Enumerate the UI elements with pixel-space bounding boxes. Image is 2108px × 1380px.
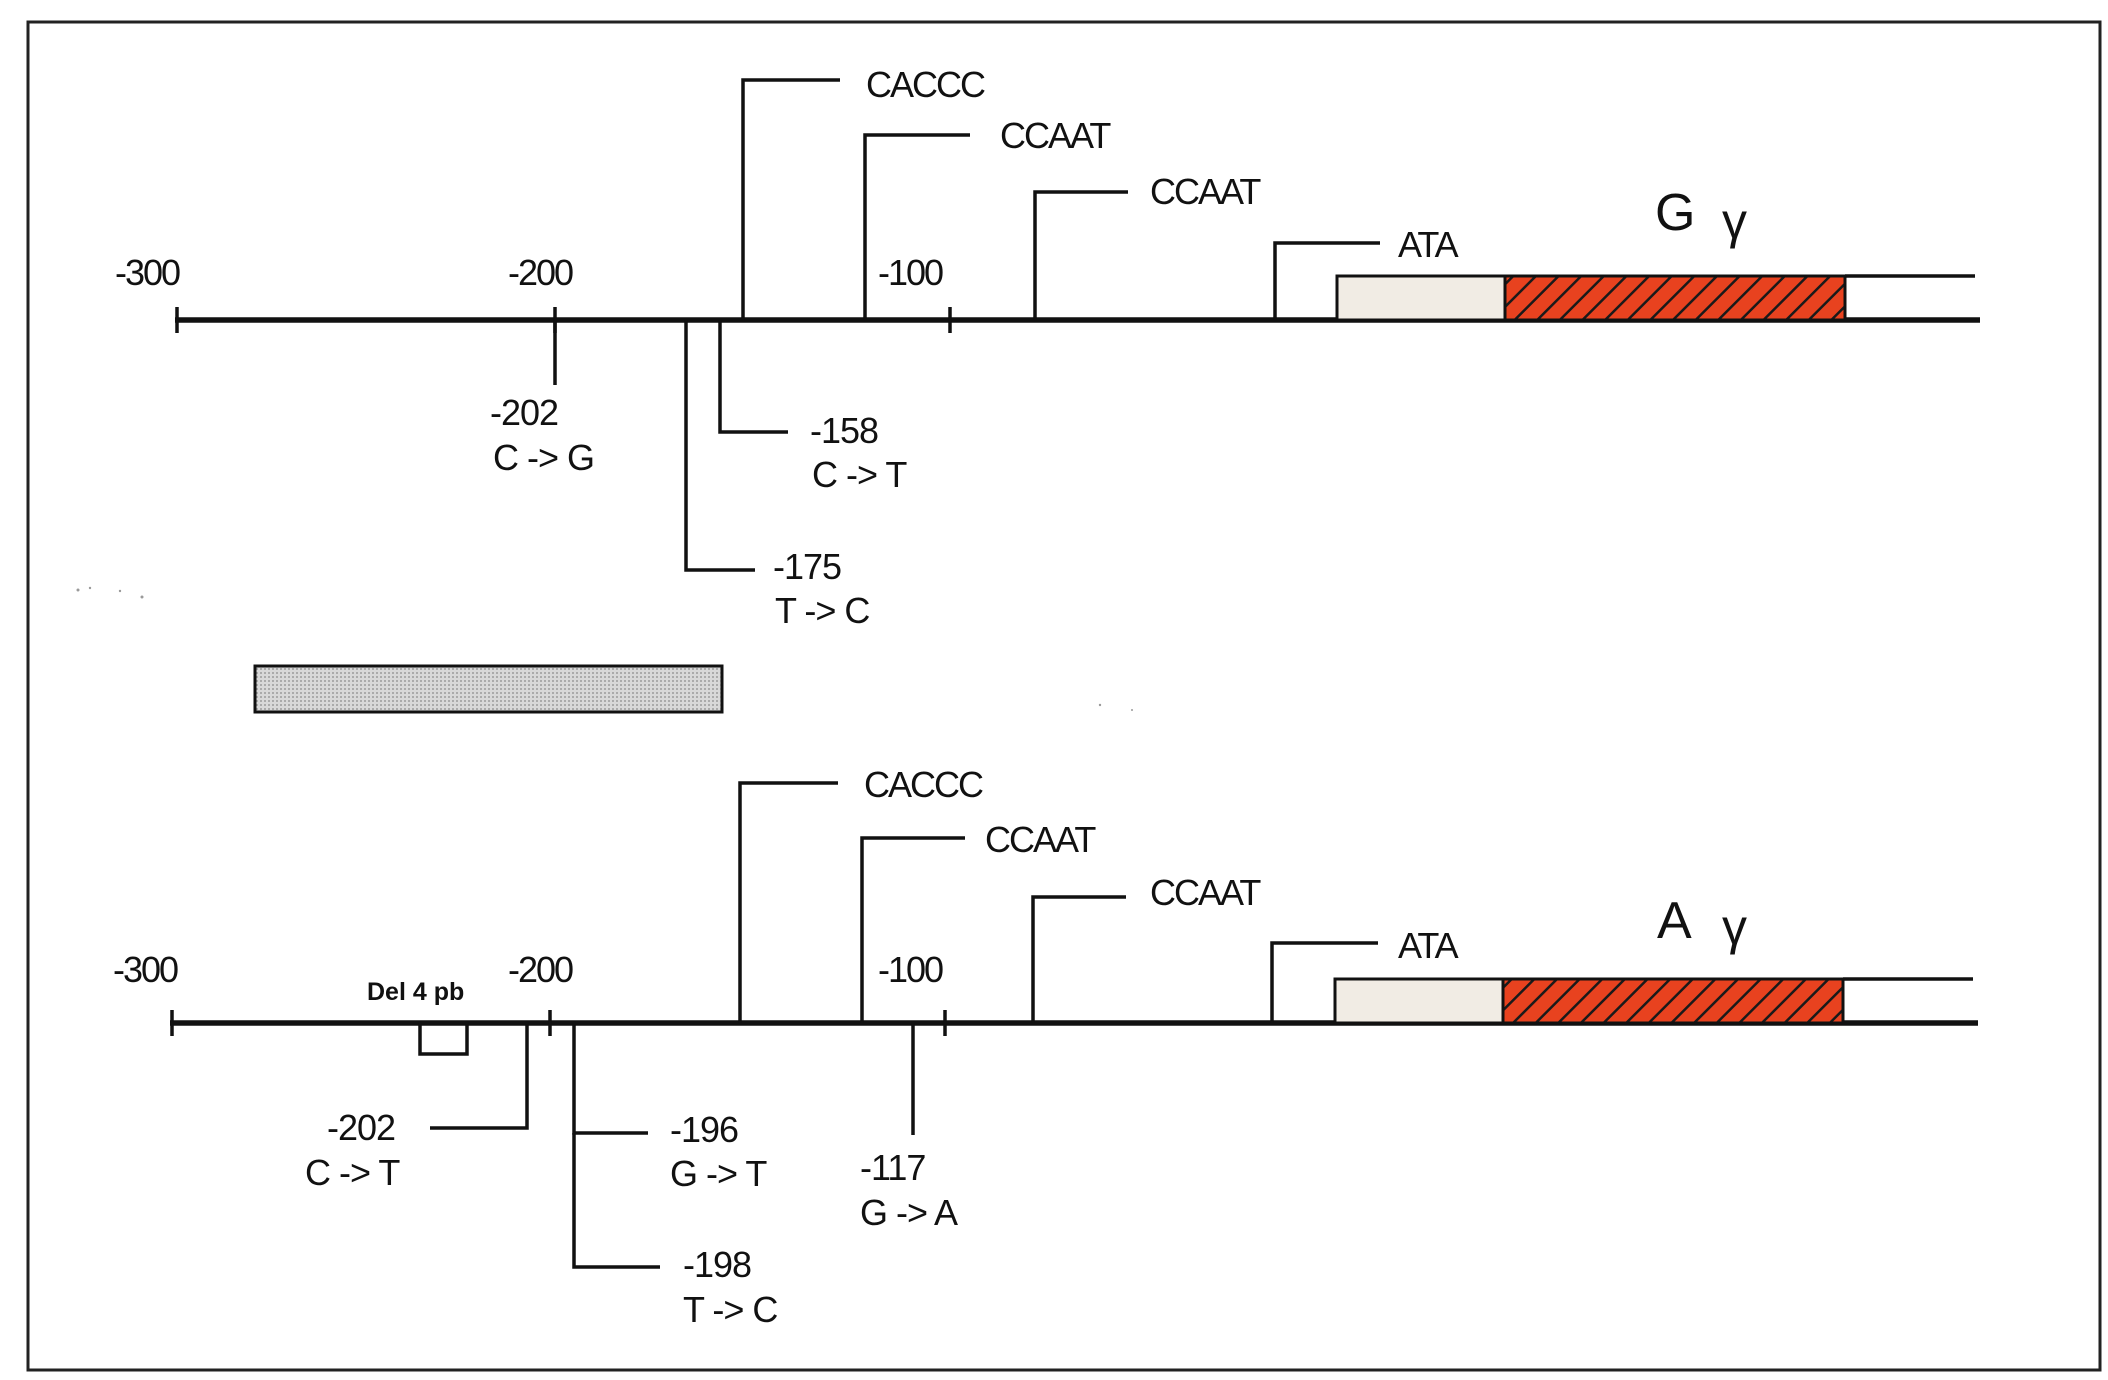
- top-ccaat1-bracket: [863, 133, 970, 320]
- top-mutation-175-position: -175: [773, 546, 841, 587]
- scan-specks: [76, 586, 1133, 711]
- top-mutation-202-position: -202: [490, 392, 558, 433]
- grey-bar: [253, 664, 724, 714]
- top-tick-label-300: -300: [115, 252, 180, 293]
- bottom-gene-map: -300 -200 -100 Del 4 pb CACCC CCAAT CCAA…: [113, 764, 1978, 1330]
- top-ccaat1-label: CCAAT: [1000, 115, 1111, 156]
- top-ccaat2-bracket: [1033, 190, 1128, 320]
- bottom-tick-label-200: -200: [508, 949, 573, 990]
- bottom-mutation-202-bracket: [430, 1023, 529, 1130]
- bottom-ccaat1-bracket: [860, 836, 965, 1023]
- top-mutation-175-bracket: [684, 320, 755, 572]
- top-ccaat2-label: CCAAT: [1150, 171, 1261, 212]
- top-mutation-158-position: -158: [810, 410, 878, 451]
- top-ata-label: ATA: [1398, 224, 1459, 265]
- bottom-ccaat2-label: CCAAT: [1150, 872, 1261, 913]
- top-mutation-175-change: T -> C: [775, 590, 869, 631]
- bottom-utr-box: [1333, 977, 1505, 1025]
- bottom-mutation-117-position: -117: [860, 1147, 925, 1188]
- bottom-ccaat2-bracket: [1031, 895, 1126, 1023]
- deletion-label: Del 4 pb: [367, 978, 464, 1006]
- top-coding-box: [1503, 274, 1847, 322]
- bottom-mutation-202-position: -202: [327, 1107, 395, 1148]
- top-tick-label-100: -100: [878, 252, 943, 293]
- bottom-tick-label-300: -300: [113, 949, 178, 990]
- top-gene-greek: γ: [1722, 193, 1747, 249]
- bottom-tick-label-100: -100: [878, 949, 943, 990]
- bottom-mutation-196-change: G -> T: [670, 1153, 767, 1194]
- bottom-caccc-label: CACCC: [864, 764, 983, 805]
- bottom-coding-box: [1501, 977, 1845, 1025]
- top-gene-name: G: [1655, 184, 1695, 242]
- bottom-ata-label: ATA: [1398, 925, 1459, 966]
- bottom-mutation-198-bracket: [572, 1133, 660, 1269]
- bottom-ccaat1-label: CCAAT: [985, 819, 1096, 860]
- top-caccc-bracket: [741, 78, 840, 320]
- bottom-ata-bracket: [1270, 941, 1378, 1023]
- top-utr-box: [1335, 274, 1507, 322]
- top-mutation-202-change: C -> G: [493, 437, 594, 478]
- top-mutation-158-bracket: [718, 320, 788, 434]
- bottom-mutation-202-change: C -> T: [305, 1152, 400, 1193]
- top-gene-map: -300 -200 -100 CACCC CCAAT CCAAT ATA G γ…: [115, 64, 1980, 631]
- top-caccc-label: CACCC: [866, 64, 985, 105]
- bottom-mutation-117-change: G -> A: [860, 1192, 958, 1233]
- bottom-mutation-198-position: -198: [683, 1244, 751, 1285]
- bottom-caccc-bracket: [738, 781, 838, 1023]
- top-mutation-158-change: C -> T: [812, 454, 907, 495]
- bottom-mutation-196-position: -196: [670, 1109, 738, 1150]
- bottom-gene-greek: γ: [1722, 899, 1747, 955]
- deletion-box: [418, 1023, 469, 1056]
- bottom-gene-name: A: [1657, 892, 1692, 950]
- top-tick-label-200: -200: [508, 252, 573, 293]
- top-ata-bracket: [1273, 241, 1380, 320]
- bottom-mutation-198-change: T -> C: [683, 1289, 777, 1330]
